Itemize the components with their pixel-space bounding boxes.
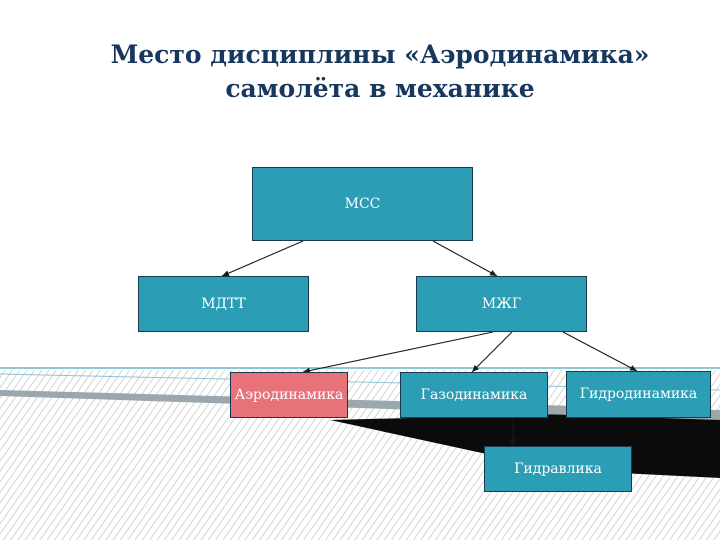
arrow-mzhg-to-gazo bbox=[471, 331, 513, 373]
arrow-mzhg-to-gidro bbox=[562, 331, 638, 372]
node-mzhg: МЖГ bbox=[416, 276, 587, 332]
slide-title-line-1: Место дисциплины «Аэродинамика» bbox=[110, 40, 650, 69]
arrow-mzhg-to-aero bbox=[302, 331, 494, 374]
node-hydraulics: Гидравлика bbox=[484, 446, 632, 492]
arrow-mss-to-mdtt bbox=[221, 240, 304, 277]
node-hydrodynamics: Гидродинамика bbox=[566, 371, 711, 418]
node-mdtt: МДТТ bbox=[138, 276, 309, 332]
node-gasdynamics: Газодинамика bbox=[400, 372, 548, 418]
slide-title: Место дисциплины «Аэродинамика» самолёта… bbox=[40, 38, 720, 106]
slide-title-line-2: самолёта в механике bbox=[225, 74, 535, 103]
arrow-mss-to-mzhg bbox=[432, 240, 498, 277]
node-mss: МСС bbox=[252, 167, 473, 241]
footer-placeholder bbox=[255, 517, 545, 531]
node-aerodynamics: Аэродинамика bbox=[230, 372, 348, 418]
